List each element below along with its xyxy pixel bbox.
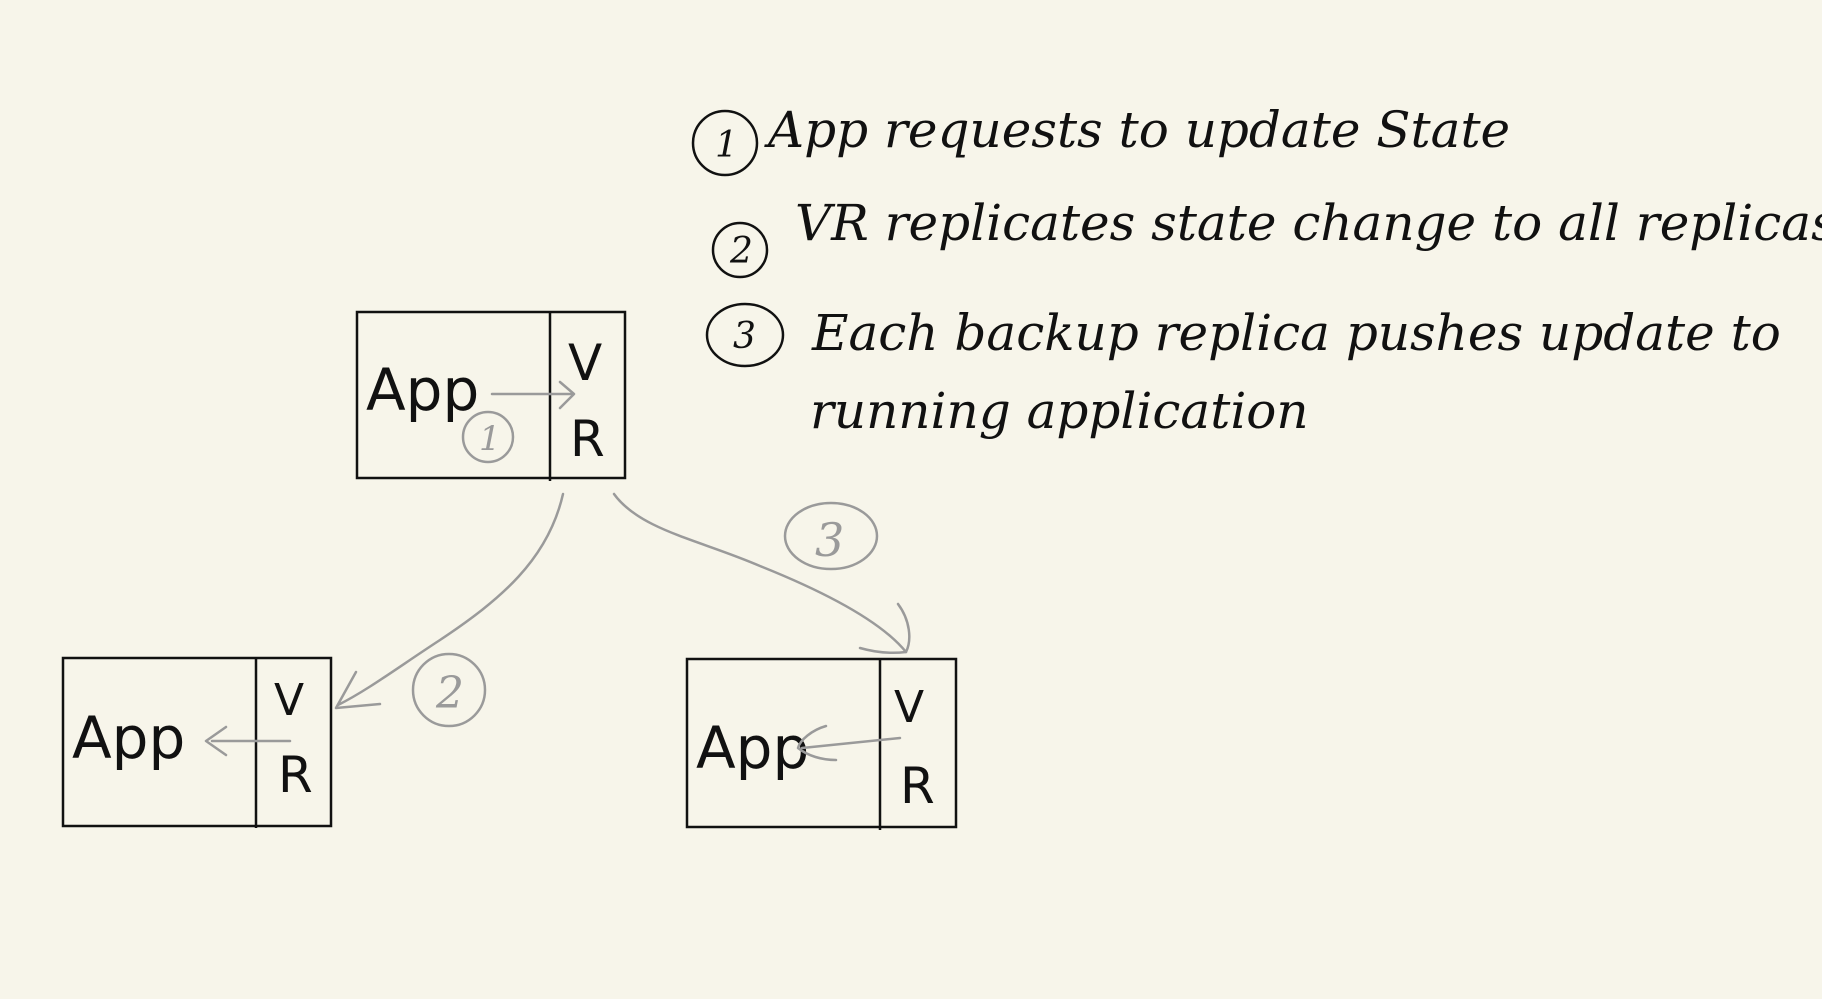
note-3-text: Each backup replica pushes update to: [811, 304, 1781, 362]
step-1-marker-circle: [461, 410, 515, 464]
step-1-marker: 1: [479, 419, 501, 459]
note-2-number-circle: [711, 221, 769, 279]
node-primary-box: [355, 310, 627, 480]
note-3: 3 Each backup replica pushes update to r…: [705, 302, 1781, 440]
note-2: 2 VR replicates state change to all repl…: [711, 194, 1822, 279]
node-primary-app-label: App: [366, 356, 479, 424]
arrow-replicate-left-head: [334, 670, 382, 710]
step-3-marker-circle: [783, 501, 879, 571]
node-backup-left-v-label: V: [274, 675, 304, 726]
arrow-push-left-head: [204, 725, 228, 757]
node-backup-right-box: [685, 657, 958, 829]
step-2-marker-circle: [411, 652, 487, 728]
note-1-number-circle: [691, 109, 759, 177]
node-backup-left-app-label: App: [72, 704, 185, 772]
step-2-marker: 2: [435, 668, 464, 719]
node-backup-right: App V R: [685, 657, 958, 830]
step-3-marker: 3: [815, 513, 844, 567]
node-backup-left-r-label: R: [278, 746, 313, 804]
node-primary-v-label: V: [568, 334, 602, 392]
node-backup-right-v-label: V: [894, 682, 924, 733]
note-3-continuation: running application: [810, 382, 1309, 440]
arrow-replicate-right: [612, 492, 908, 654]
node-backup-left-box: [61, 656, 333, 828]
note-2-text: VR replicates state change to all replic…: [795, 194, 1822, 252]
note-1: 1 App requests to update State: [691, 101, 1510, 177]
arrow-push-right: [800, 736, 902, 750]
arrow-replicate-right-head: [858, 602, 911, 655]
note-2-number: 2: [729, 231, 753, 272]
node-primary-r-label: R: [570, 410, 605, 468]
note-3-number-circle: [705, 302, 785, 368]
note-1-text: App requests to update State: [764, 101, 1510, 159]
arrow-push-right-head: [796, 724, 838, 762]
node-primary: App V R 1: [355, 310, 627, 481]
note-3-number: 3: [733, 316, 756, 357]
node-backup-left: App V R: [61, 656, 333, 828]
arrow-step-1-head: [558, 380, 576, 410]
node-backup-right-app-label: App: [696, 714, 809, 782]
arrow-replicate-left: [336, 492, 565, 707]
note-1-number: 1: [715, 125, 738, 166]
node-backup-right-r-label: R: [900, 757, 935, 815]
